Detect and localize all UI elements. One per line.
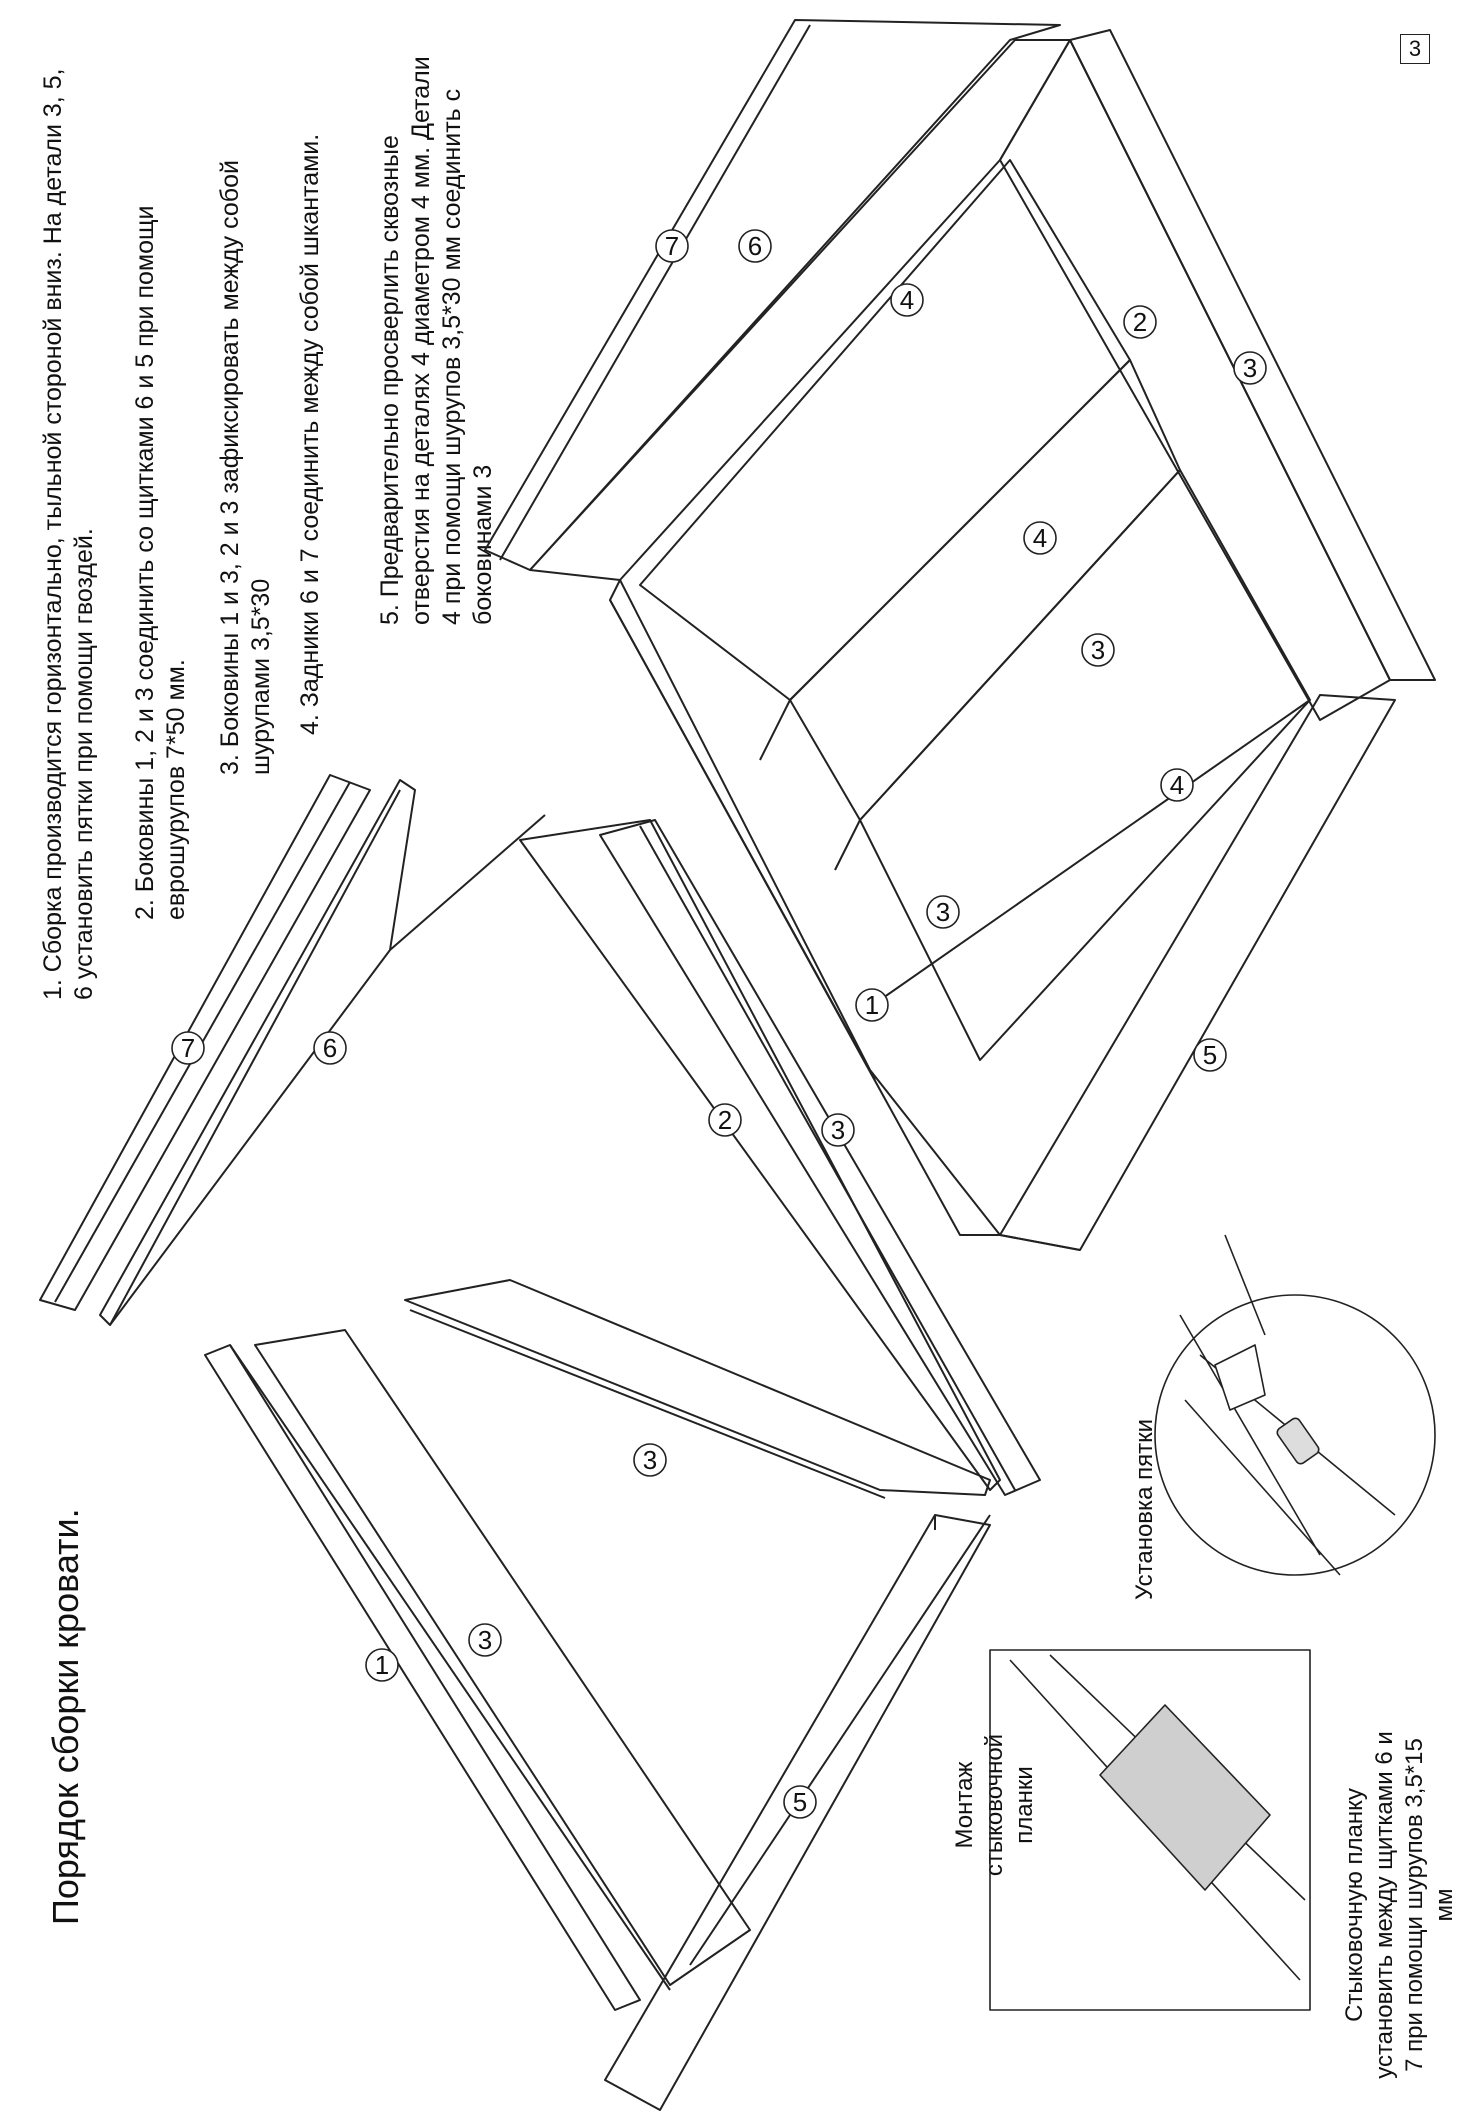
slat-4-bottom: [859, 469, 1311, 1061]
bed-panel-2: [999, 39, 1391, 721]
heel-detail: [1154, 1234, 1436, 1576]
label-a6: 6: [323, 1033, 337, 1063]
label-b7: 7: [665, 231, 679, 261]
label-b2: 2: [1133, 307, 1147, 337]
panel-3-right: [599, 819, 1041, 1496]
panel-7: [39, 774, 371, 1311]
label-b4a: 4: [900, 285, 914, 315]
bed-panel-6: [529, 39, 1071, 581]
slat-4-top: [639, 159, 1131, 701]
label-a3c: 3: [831, 1115, 845, 1145]
label-b6: 6: [748, 231, 762, 261]
label-a1: 1: [375, 1650, 389, 1680]
label-b3: 3: [1243, 353, 1257, 383]
assembled-bed: [484, 19, 1436, 1251]
label-a2: 2: [718, 1105, 732, 1135]
label-b1: 1: [865, 990, 879, 1020]
bed-panel-1: [609, 579, 1001, 1236]
label-b4b: 4: [1033, 523, 1047, 553]
label-b4c: 4: [1170, 770, 1184, 800]
page-number-badge: 3: [1400, 34, 1430, 64]
panel-3-left: [254, 1329, 751, 1986]
panel-6: [99, 779, 416, 1326]
exploded-assembly: [39, 774, 1041, 2111]
bed-panel-3: [1069, 29, 1436, 681]
label-a7: 7: [181, 1033, 195, 1063]
label-b5: 5: [1203, 1040, 1217, 1070]
label-a5: 5: [793, 1787, 807, 1817]
label-a3b: 3: [643, 1445, 657, 1475]
label-b3i: 3: [1091, 635, 1105, 665]
panel-2: [519, 819, 1001, 1491]
panel-3-center: [404, 1279, 991, 1496]
bed-panel-7: [484, 19, 1061, 571]
label-a3: 3: [478, 1625, 492, 1655]
slat-4-middle: [789, 359, 1181, 821]
plate-detail: [989, 1649, 1311, 2011]
label-b3j: 3: [936, 897, 950, 927]
panel-5: [604, 1514, 991, 2111]
panel-1: [204, 1344, 641, 2011]
